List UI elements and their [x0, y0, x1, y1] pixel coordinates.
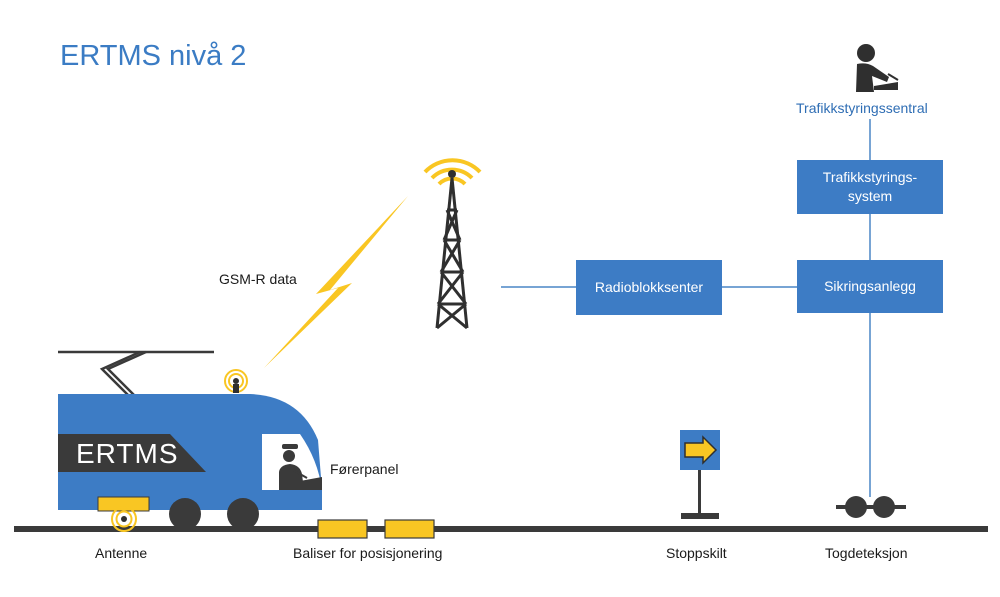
traffic-controller-person-icon: [856, 44, 899, 92]
stop-sign-icon: [680, 430, 720, 519]
train-wheel: [227, 498, 259, 530]
train-wheel: [169, 498, 201, 530]
traffic-central-label: Trafikkstyringssentral: [796, 100, 928, 116]
train-antenna: [97, 496, 150, 512]
ertms-band: [58, 434, 206, 472]
traffic-control-system-box: Trafikkstyrings- system: [797, 160, 943, 214]
lightning-bolt-icon: [264, 196, 408, 368]
balise: [384, 519, 435, 539]
cab-window: [262, 434, 322, 490]
pantograph: [58, 350, 214, 396]
train-detection-icon: [836, 496, 906, 518]
train-body: [58, 394, 322, 510]
antenna-signal-icon: [111, 506, 137, 532]
driver-panel-label: Førerpanel: [330, 461, 399, 477]
interlocking-box: Sikringsanlegg: [797, 260, 943, 313]
traffic-control-system-line2: system: [847, 188, 893, 204]
train-driver-icon: [279, 444, 322, 490]
balise: [317, 519, 368, 539]
traffic-control-system-line1: Trafikkstyrings-: [822, 169, 918, 185]
radio-block-center-box: Radioblokksenter: [576, 260, 722, 315]
radio-tower-icon: [423, 158, 482, 330]
diagram-title: ERTMS nivå 2: [60, 40, 247, 72]
stop-sign-label: Stoppskilt: [666, 545, 727, 561]
roof-antenna-icon: [224, 369, 248, 393]
antenna-label: Antenne: [95, 545, 148, 561]
gsm-r-label: GSM-R data: [219, 271, 297, 287]
train-detection-label: Togdeteksjon: [825, 545, 908, 561]
train-ertms-label: ERTMS: [76, 438, 179, 469]
track: [14, 526, 988, 532]
balises-label: Baliser for posisjonering: [293, 545, 443, 561]
